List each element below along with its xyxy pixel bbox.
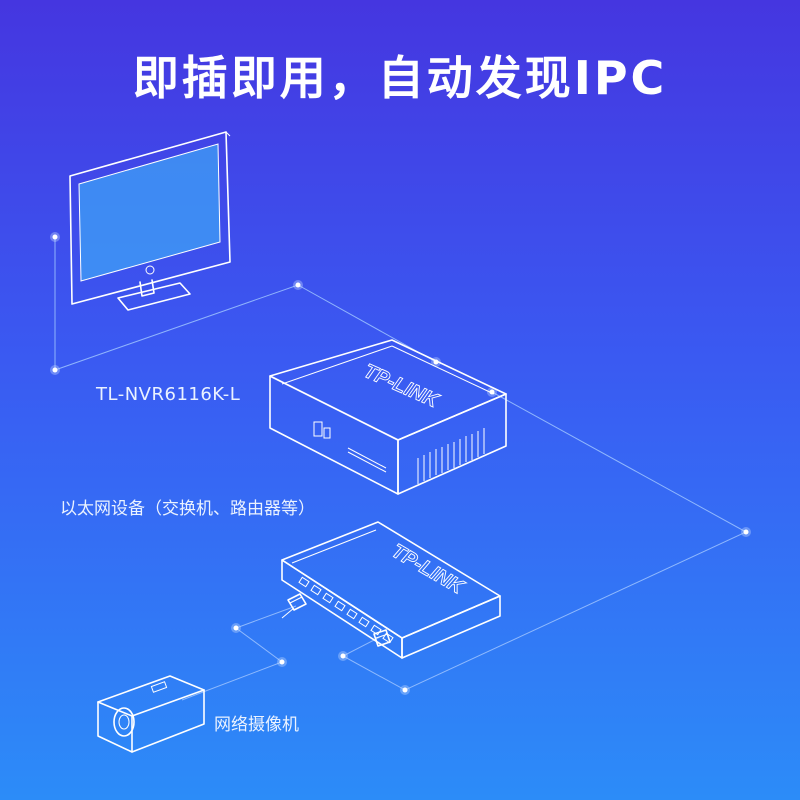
ethernet-plug-icon: [281, 593, 391, 647]
monitor-icon: [69, 131, 231, 311]
ip-camera-icon: [97, 675, 205, 753]
nvr-device-icon: TP-LINK: [269, 339, 507, 495]
connection-lines: [54, 237, 748, 701]
camera-label: 网络摄像机: [214, 715, 299, 735]
headline: 即插即用，自动发现IPC: [132, 51, 668, 105]
switch-device-icon: TP-LINK: [281, 521, 501, 659]
connection-nodes: [50, 232, 751, 695]
monitor-nvr-link: [54, 237, 437, 371]
nvr-switch-link: [341, 391, 748, 691]
nvr-model-label: TL-NVR6116K-L: [96, 384, 241, 405]
switch-camera-link: [181, 605, 297, 701]
network-device-label: 以太网设备（交换机、路由器等）: [60, 499, 315, 519]
nvr-brand-logo: TP-LINK: [360, 360, 442, 413]
